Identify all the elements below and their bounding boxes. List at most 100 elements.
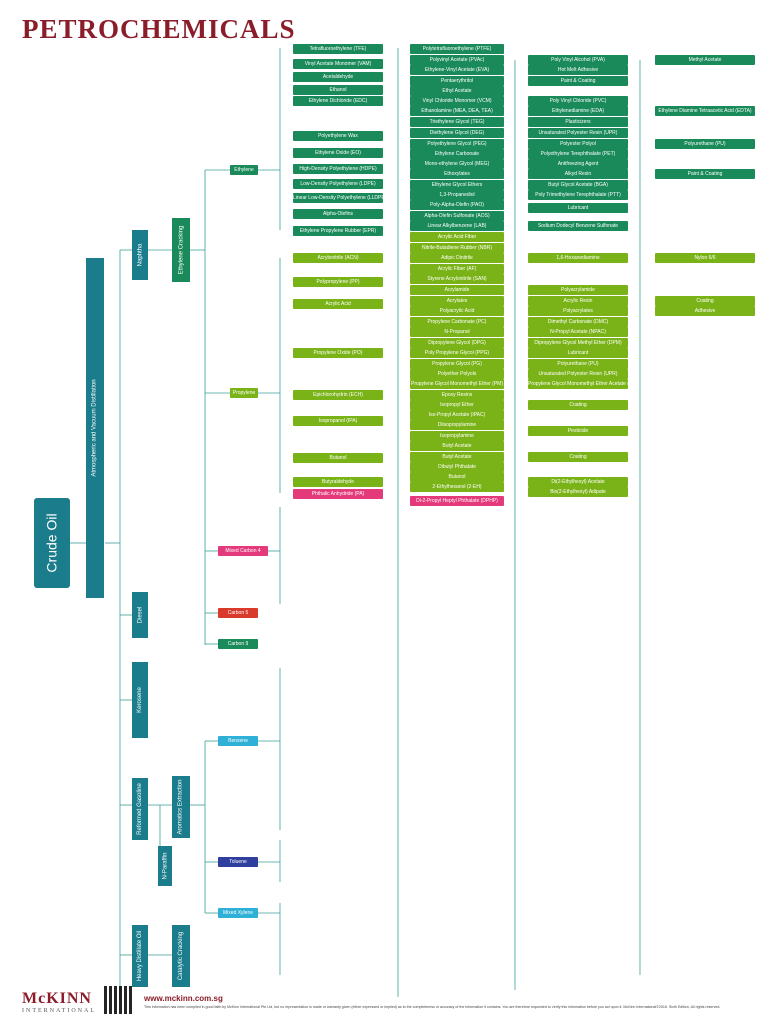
propylene-derivative: Epoxy Resins <box>410 390 504 400</box>
ethylene-derivative: Linear Alkylbenzene (LAB) <box>410 221 504 231</box>
website-link[interactable]: www.mckinn.com.sg <box>144 994 223 1003</box>
ethylene-downstream: Poly Vinyl Chloride (PVC) <box>528 96 628 106</box>
nparaffin-node: N-Paraffin <box>158 846 172 886</box>
ethylene-derivative: Polyvinyl Acetate (PVAc) <box>410 55 504 65</box>
propylene-derivative: Poly Propylene Glycol (PPG) <box>410 348 504 358</box>
ethylene-product: Ethylene Oxide (EO) <box>293 148 383 158</box>
distillation-node: Atmospheric and Vacuum Distillation <box>86 258 104 598</box>
ethylene-product: Ethylene Dichloride (EDC) <box>293 96 383 106</box>
ethylene-end-product: Polyurethane (PU) <box>655 139 755 149</box>
propylene-derivative: Diisopropylamine <box>410 420 504 430</box>
kerosene-node: Kerosene <box>132 662 148 738</box>
propylene-downstream: Polyacrylates <box>528 306 628 316</box>
propylene-derivative: Butanol <box>410 472 504 482</box>
propylene-product: Acrylic Acid <box>293 299 383 309</box>
ethylene-end-product: Paint & Coating <box>655 169 755 179</box>
propylene-end-product: Adhesive <box>655 306 755 316</box>
propylene-product: Polypropylene (PP) <box>293 277 383 287</box>
ethylene-derivative: Diethylene Glycol (DEG) <box>410 128 504 138</box>
ethylene-derivative: Alpha-Olefin Sulfonate (AOS) <box>410 211 504 221</box>
propylene-downstream: Bis(2-Ethylhexyl) Adipate <box>528 487 628 497</box>
propylene-derivative: Propylene Carbonate (PC) <box>410 317 504 327</box>
ethylene-product: Alpha-Olefins <box>293 209 383 219</box>
propylene-downstream: 1,6-Hexanediamine <box>528 253 628 263</box>
ethylene-end-product: Alkyd Resin <box>528 169 628 179</box>
ethylene-downstream: Poly Vinyl Alcohol (PVA) <box>528 55 628 65</box>
ethylene-product: Ethanol <box>293 85 383 95</box>
page-title: PETROCHEMICALS <box>22 14 296 44</box>
propylene-derivative: Propylene Glycol (PG) <box>410 359 504 369</box>
ethylene-product: Polyethylene Wax <box>293 131 383 141</box>
propylene-derivative: Polyacrylic Acid <box>410 306 504 316</box>
ethylene-downstream: Ethylenediamine (EDA) <box>528 106 628 116</box>
qr-code-icon[interactable] <box>104 986 132 1014</box>
ethylene-derivative: Poly-Alpha-Olefin (PAO) <box>410 200 504 210</box>
propylene-derivative: Isopropyl Ether <box>410 400 504 410</box>
ethylene-downstream: Polyethylene Terephthalate (PET) <box>528 149 628 159</box>
propylene-derivative: Acrylamide <box>410 285 504 295</box>
carbon9-node: Carbon 9 <box>218 639 258 649</box>
ethylene-end-product: Methyl Acetate <box>655 55 755 65</box>
ethylene-derivative: Ethylene Carbonate <box>410 149 504 159</box>
heavy-distillate-node: Heavy Distillate Oil <box>132 925 148 987</box>
propylene-derivative: Acrylates <box>410 296 504 306</box>
propylene-derivative: 2-Ethylhexanol (2-EH) <box>410 482 504 492</box>
mixed-c4-node: Mixed Carbon 4 <box>218 546 268 556</box>
propylene-downstream: Acrylic Resin <box>528 296 628 306</box>
ethylene-derivative: Triethylene Glycol (TEG) <box>410 117 504 127</box>
propylene-node: Propylene <box>230 388 258 398</box>
ethylene-derivative: Vinyl Chloride Monomer (VCM) <box>410 96 504 106</box>
ethylene-product: High-Density Polyethylene (HDPE) <box>293 164 383 174</box>
propylene-derivative: Nitrile-Butadiene Rubber (NBR) <box>410 243 504 253</box>
propylene-derivative: Styrene Acrylonitrile (SAN) <box>410 274 504 284</box>
carbon5-node: Carbon 5 <box>218 608 258 618</box>
propylene-derivative: Di-2-Propyl Heptyl Phthalate (DPHP) <box>410 496 504 506</box>
propylene-downstream: Propylene Glycol Monomethyl Ether Acetat… <box>528 379 628 389</box>
ethylene-downstream: Unsaturated Polyester Resin (UPR) <box>528 128 628 138</box>
propylene-downstream: Dipropylene Glycol Methyl Ether (DPM) <box>528 338 628 348</box>
propylene-derivative: Acrylic Fiber (AF) <box>410 264 504 274</box>
ethylene-derivative: Ethoxylates <box>410 169 504 179</box>
ethylene-product: Tetrafluoroethylene (TFE) <box>293 44 383 54</box>
propylene-derivative: Adipic Dinitrile <box>410 253 504 263</box>
propylene-downstream: N-Propyl Acetate (NPAC) <box>528 327 628 337</box>
propylene-downstream: Nylon 6/6 <box>655 253 755 263</box>
mixed-xylene-node: Mixed Xylene <box>218 908 258 918</box>
propylene-downstream: Coating <box>528 400 628 410</box>
ethylene-derivative: Ethylene-Vinyl Acetate (EVA) <box>410 65 504 75</box>
propylene-downstream: Lubricant <box>528 348 628 358</box>
naphtha-node: Naphtha <box>132 230 148 280</box>
propylene-derivative: Polyether Polyols <box>410 369 504 379</box>
propylene-derivative: Acrylic Acid Fiber <box>410 232 504 242</box>
ethylene-product: Low-Density Polyethylene (LDPE) <box>293 179 383 189</box>
diesel-node: Diesel <box>132 592 148 638</box>
ethylene-derivative: Ethyl Acetate <box>410 86 504 96</box>
ethylene-downstream: Polyester Polyol <box>528 139 628 149</box>
propylene-derivative: Butyl Acetate <box>410 452 504 462</box>
ethylene-product: Acetaldehyde <box>293 72 383 82</box>
propylene-end-product: Coating <box>655 296 755 306</box>
ethylene-derivative: Ethylene Glycol Ethers <box>410 180 504 190</box>
disclaimer-text: This information has been compiled in go… <box>144 1005 721 1009</box>
propylene-product: Acrylonitrile (ACN) <box>293 253 383 263</box>
propylene-downstream: Di(2-Ethylhexyl) Acetate <box>528 477 628 487</box>
ethylene-downstream: Lubricant <box>528 203 628 213</box>
propylene-downstream: Dimethyl Carbonate (DMC) <box>528 317 628 327</box>
propylene-derivative: Isopropylamine <box>410 431 504 441</box>
propylene-product: Isopropanol (IPA) <box>293 416 383 426</box>
propylene-downstream: Polyurethane (PU) <box>528 359 628 369</box>
ethylene-derivative: Polyethylene Glycol (PEG) <box>410 139 504 149</box>
toluene-node: Toluene <box>218 857 258 867</box>
ethylene-derivative: Mono-ethylene Glycol (MEG) <box>410 159 504 169</box>
reformed-gasoline-node: Reformed Gasoline <box>132 778 148 840</box>
ethylene-cracking-node: Ethylene Cracking <box>172 218 190 282</box>
ethylene-end-product: Ethylene Diamine Tetraacetic Acid (EDTA) <box>655 106 755 116</box>
ethylene-product: Linear Low-Density Polyethylene (LLDPE) <box>293 193 383 203</box>
ethylene-downstream: Plasticizers <box>528 117 628 127</box>
propylene-derivative: N-Propanol <box>410 327 504 337</box>
aromatics-extraction-node: Aromatics Extraction <box>172 776 190 838</box>
propylene-downstream: Polyacrylamide <box>528 285 628 295</box>
propylene-derivative: Propylene Glycol Monomethyl Ether (PM) <box>410 379 504 389</box>
propylene-downstream: Unsaturated Polyester Resin (UPR) <box>528 369 628 379</box>
